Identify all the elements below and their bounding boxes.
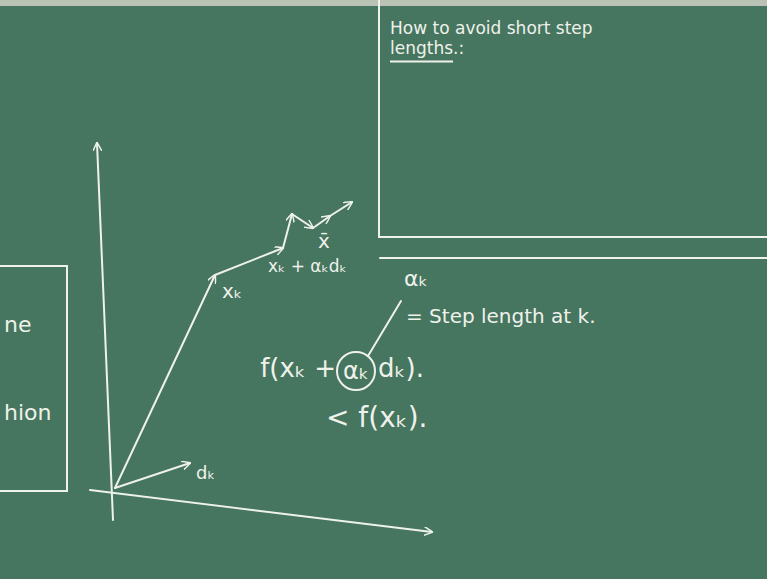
formula-text: dₖ). [378,354,424,384]
step-vector [330,202,352,216]
y-axis [97,143,113,520]
leader-line [368,301,401,356]
iterate-vector [115,275,215,488]
vector-label: dₖ [196,463,215,484]
partial-box: ne hion [0,265,68,492]
x-axis [90,490,432,532]
underline [390,60,453,62]
symbol-label: αₖ [404,266,428,291]
point-label: x̄ [318,230,330,253]
step-vector [292,214,313,228]
direction-vector [115,463,190,488]
wall-strip [0,0,767,6]
point-label: xₖ + αₖdₖ [268,257,347,277]
node-text: ne [4,312,64,338]
step-vector [313,216,330,228]
node-text: hion [4,400,64,426]
question-box: How to avoid short step lengths.: [378,0,767,238]
formula-text: f(xₖ + [260,354,336,384]
node-text: How to avoid short step lengths.: [390,18,620,59]
board-divider [380,257,767,259]
node-text: αₖ [343,357,369,386]
point-label: xₖ [222,280,242,303]
circled-symbol: αₖ [336,351,377,392]
step-vector [283,214,292,248]
formula-text: < f(xₖ). [326,402,427,434]
definition-text: = Step length at k. [406,305,596,328]
